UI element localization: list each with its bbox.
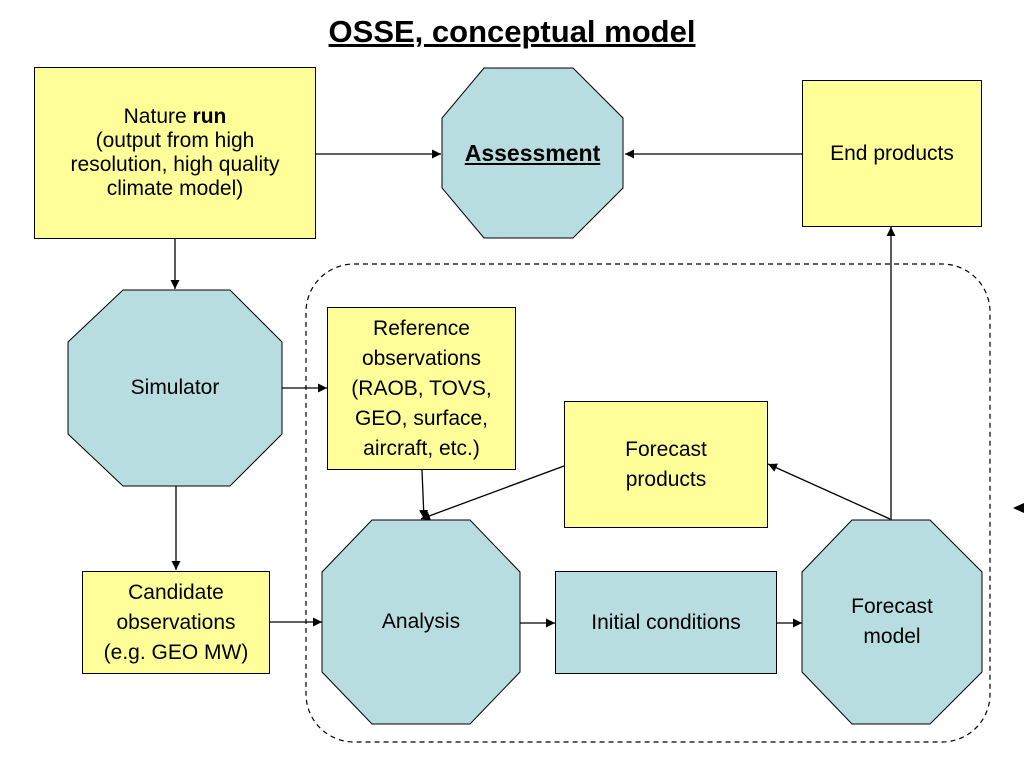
simulator-label: Simulator: [130, 376, 220, 399]
candidate-line1: Candidate: [128, 580, 224, 604]
analysis-node: Analysis: [322, 520, 520, 724]
arrow-forecastproducts-to-analysis: [420, 465, 565, 521]
end-products-label: End products: [830, 141, 954, 165]
reference-line1: Reference: [373, 316, 470, 340]
forecast-model-line2: model: [863, 625, 921, 648]
candidate-line3: (e.g. GEO MW): [103, 640, 249, 664]
arrow-forecastmodel-to-forecastproducts: [767, 463, 891, 520]
nature-run-line3: resolution, high quality: [70, 153, 280, 176]
simulator-octagon: [67, 289, 283, 487]
assessment-label: Assessment: [464, 140, 601, 166]
end-products-box: End products: [802, 80, 982, 227]
stray-arrowhead: [1013, 503, 1024, 513]
forecast-model-node: Forecast model: [802, 520, 982, 724]
nature-run-line2: (output from high: [95, 129, 255, 152]
initial-conditions-label: Initial conditions: [591, 610, 741, 634]
forecast-products-box: Forecast products: [564, 401, 768, 528]
candidate-observations-box: Candidate observations (e.g. GEO MW): [82, 571, 270, 674]
analysis-octagon: [321, 519, 521, 725]
forecast-products-line2: products: [625, 467, 707, 491]
reference-line5: aircraft, etc.): [363, 436, 480, 460]
initial-conditions-box: Initial conditions: [555, 571, 777, 674]
system-boundary: [305, 263, 991, 743]
analysis-label: Analysis: [381, 610, 461, 633]
nature-run-box: Nature run (output from high resolution,…: [34, 67, 316, 239]
forecast-model-line1: Forecast: [851, 595, 933, 618]
reference-line4: GEO, surface,: [354, 406, 489, 430]
nature-run-line4: climate model): [106, 177, 244, 200]
forecast-model-octagon: [801, 519, 983, 725]
reference-observations-box: Reference observations (RAOB, TOVS, GEO,…: [327, 307, 516, 470]
assessment-node: Assessment: [442, 68, 623, 238]
candidate-line2: observations: [116, 610, 236, 634]
page-title: OSSE, conceptual model: [328, 14, 696, 49]
simulator-node: Simulator: [68, 290, 282, 486]
forecast-products-line1: Forecast: [625, 437, 707, 461]
reference-line2: observations: [361, 346, 482, 370]
nature-run-line1: Nature run: [123, 105, 227, 128]
reference-line3: (RAOB, TOVS,: [351, 376, 492, 400]
assessment-octagon: [441, 67, 624, 239]
arrow-reference-to-analysis: [419, 469, 429, 520]
